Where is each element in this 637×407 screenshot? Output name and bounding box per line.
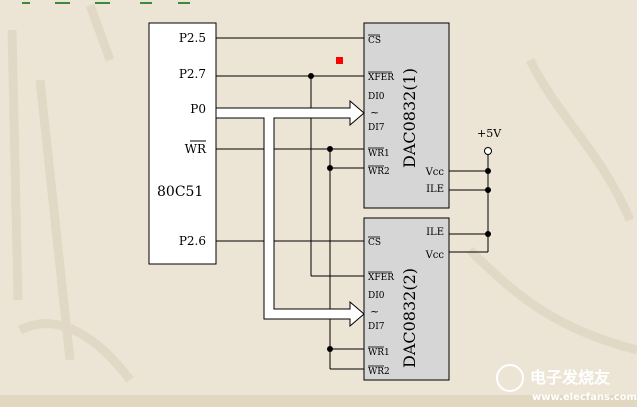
junction-dot (327, 346, 333, 352)
mcu-80c51-block (148, 22, 217, 265)
dac2-pin-di7-label: DI7 (368, 322, 385, 332)
dac2-block (363, 217, 450, 381)
mcu-name-label: 80C51 (157, 184, 203, 200)
dac2-pin-xfer-label: XFER (368, 273, 394, 283)
mcu-pin-p27-label: P2.7 (179, 67, 206, 81)
dac2-pin-ile-label: ILE (426, 227, 444, 238)
bus-arrow-p0 (215, 99, 365, 328)
dac2-pin-di0-label: DI0 (368, 291, 385, 301)
dac1-pin-xfer-label: XFER (368, 73, 394, 83)
mcu-pin-p26-label: P2.6 (179, 234, 206, 248)
watermark: 电子发烧友 www.elecfans.com (496, 364, 637, 403)
dac1-pin-ile-label: ILE (426, 184, 444, 195)
watermark-text: 电子发烧友 (530, 368, 611, 387)
dac2-pin-vcc-label: Vcc (425, 250, 445, 261)
dac1-block (363, 22, 450, 209)
dac1-pin-wr2-label: WR2 (368, 167, 390, 177)
mcu-pin-p0-label: P0 (190, 102, 206, 116)
junctions (308, 73, 491, 352)
junction-dot (485, 231, 491, 237)
bottom-band (0, 395, 637, 407)
watermark-logo-icon (496, 364, 524, 392)
dac1-tilde: ~ (370, 106, 379, 119)
wiring (216, 37, 489, 370)
supply-label: +5V (477, 127, 502, 140)
dac1-pin-di0-label: DI0 (368, 92, 385, 102)
dac2-pin-wr1-label: WR1 (368, 348, 390, 358)
dac2-title: DAC0832(2) (400, 268, 419, 368)
junction-dot (485, 187, 491, 193)
dac2-tilde: ~ (370, 305, 379, 318)
red-marker (336, 57, 343, 64)
dac1-pin-cs-label: CS (368, 36, 381, 46)
junction-dot (485, 168, 491, 174)
dac1-title: DAC0832(1) (400, 68, 419, 168)
dac1-pin-vcc-label: Vcc (425, 167, 445, 178)
dac2-pin-wr2-label: WR2 (368, 367, 390, 377)
dac2-pin-cs-label: CS (368, 238, 381, 248)
supply-terminal-icon (484, 147, 492, 155)
background-decoration (7, 3, 637, 383)
mcu-pin-p25-label: P2.5 (179, 31, 206, 45)
data-bus (215, 99, 365, 328)
junction-dot (327, 146, 333, 152)
dac1-pin-di7-label: DI7 (368, 123, 385, 133)
dac1-pin-wr1-label: WR1 (368, 149, 390, 159)
junction-dot (327, 165, 333, 171)
junction-dot (308, 73, 314, 79)
mcu-pin-wr-label: WR (185, 142, 207, 156)
watermark-url: www.elecfans.com (532, 392, 637, 403)
